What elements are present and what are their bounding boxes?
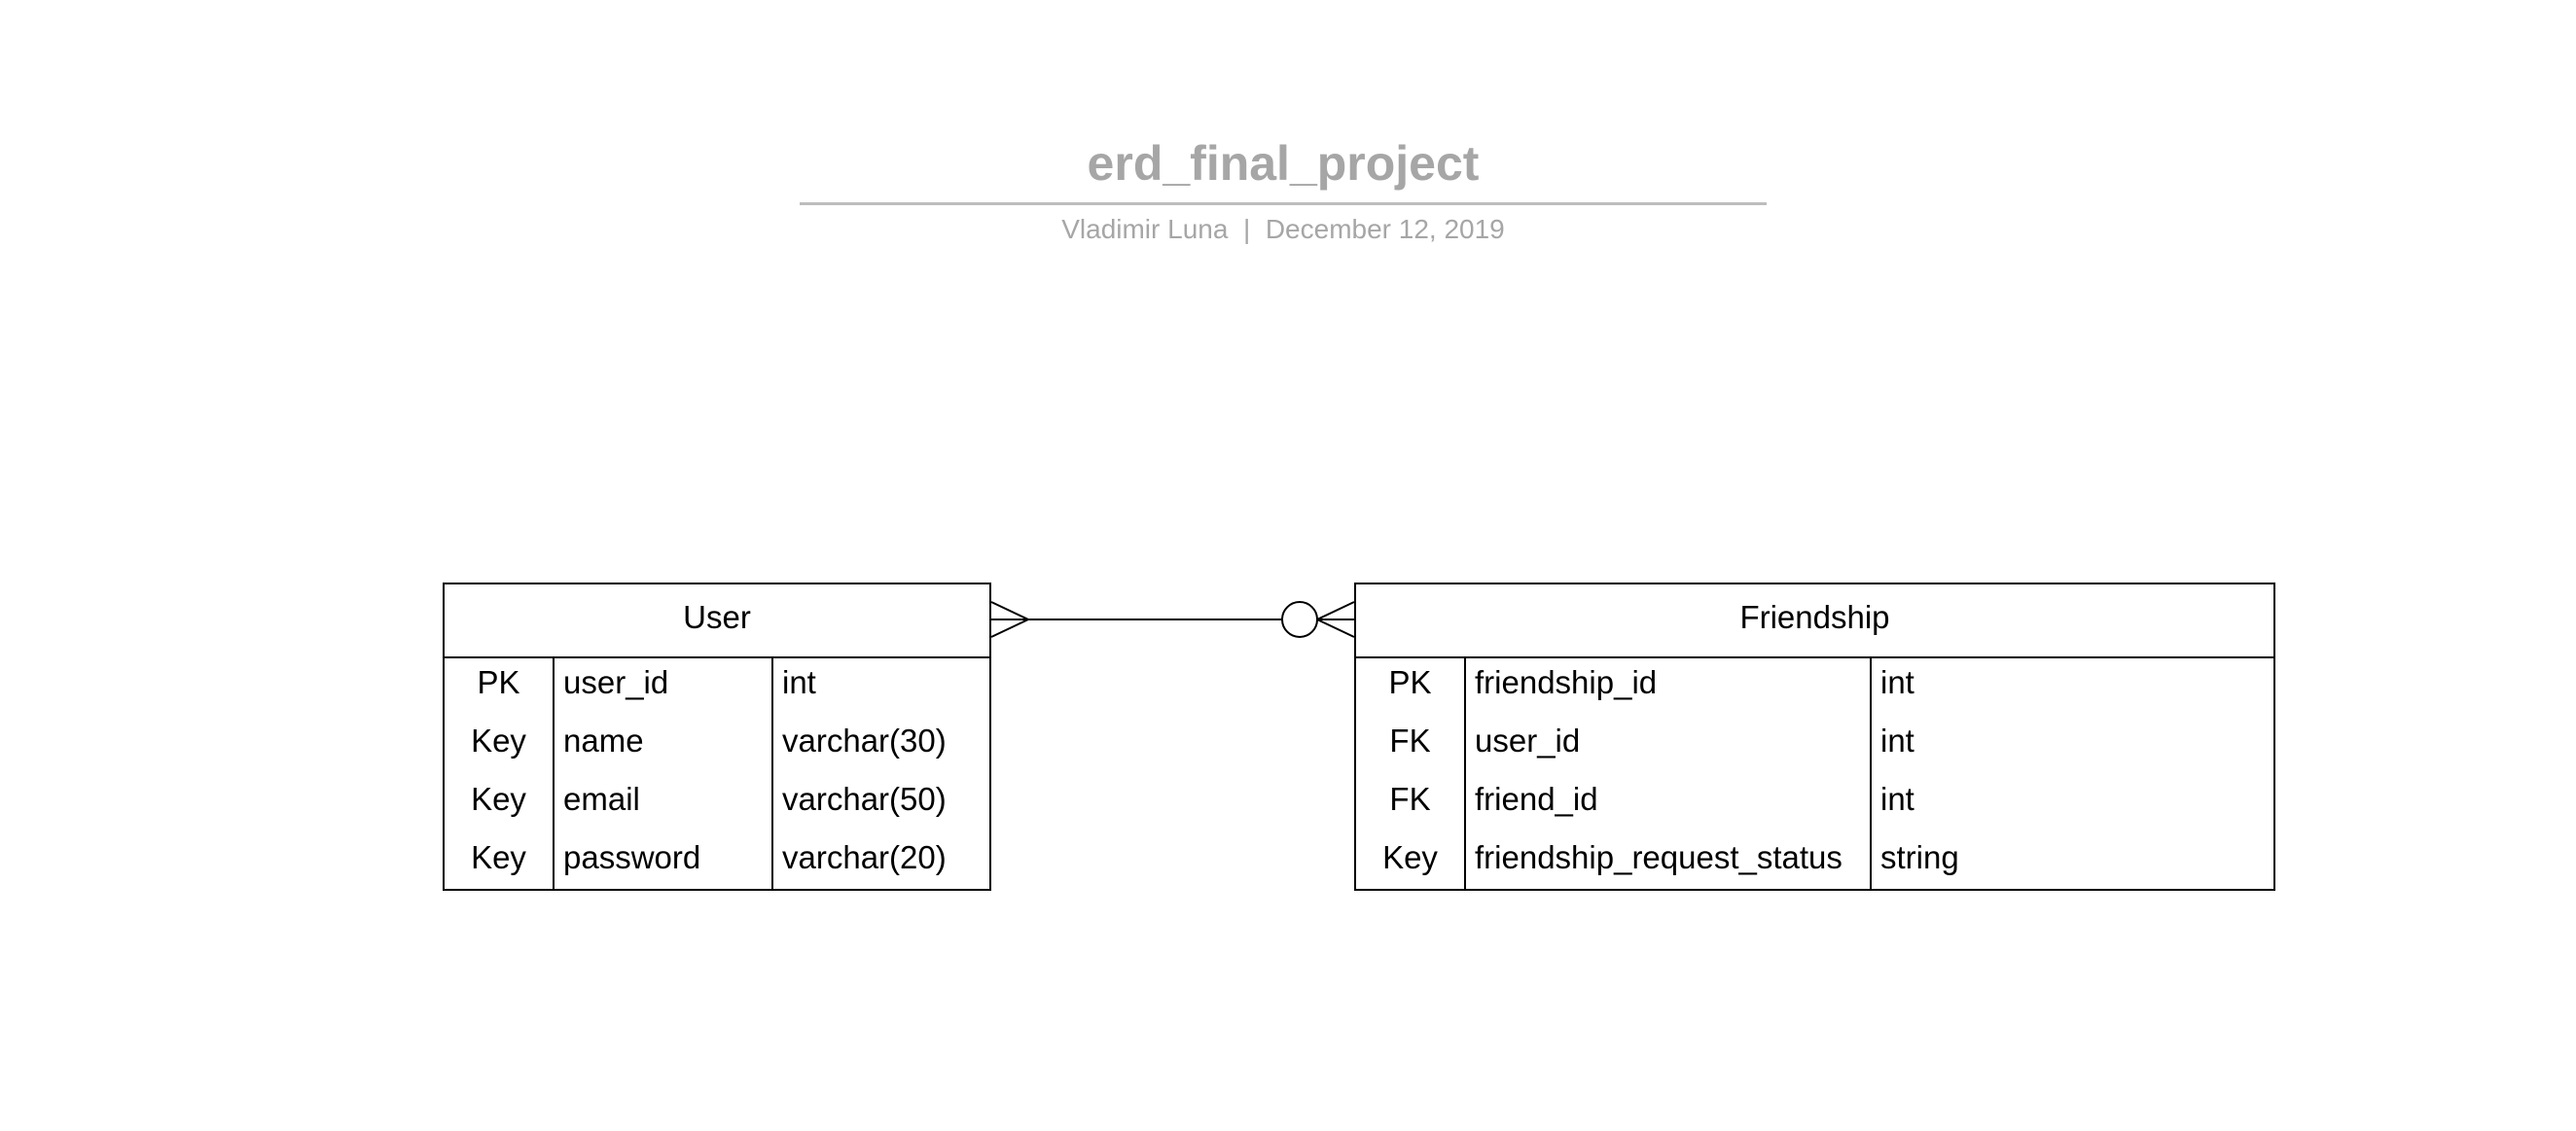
diagram-meta: Vladimir Luna | December 12, 2019 <box>800 212 1767 247</box>
friendship-row-2-field: user_id <box>1475 723 1581 759</box>
friendship-row-3-field: friend_id <box>1475 781 1598 817</box>
friendship-row-1-field: friendship_id <box>1475 664 1658 700</box>
user-row-2-type: varchar(30) <box>782 723 947 759</box>
user-row-3-field: email <box>563 781 640 817</box>
friendship-row-2-type: int <box>1880 723 1914 759</box>
friendship-row-1-type: int <box>1880 664 1914 700</box>
title-divider <box>800 202 1767 205</box>
user-row-4-type: varchar(20) <box>782 839 947 875</box>
user-row-4-field: password <box>563 839 701 875</box>
user-row-3-key: Key <box>471 781 526 817</box>
zero-optionality-circle <box>1281 601 1318 638</box>
friendship-row-3-type: int <box>1880 781 1914 817</box>
column-divider <box>1464 658 1466 889</box>
entity-friendship-name: Friendship <box>1356 584 2273 658</box>
user-row-1-key: PK <box>477 664 520 700</box>
user-row-2-key: Key <box>471 723 526 759</box>
user-row-1-field: user_id <box>563 664 669 700</box>
column-divider <box>771 658 773 889</box>
friendship-row-4-field: friendship_request_status <box>1475 839 1843 875</box>
entity-user-name: User <box>445 584 989 658</box>
user-row-3-type: varchar(50) <box>782 781 947 817</box>
crows-foot-many-user <box>990 601 1029 638</box>
entity-friendship[interactable]: Friendship PK friendship_id int FK user_… <box>1354 583 2275 891</box>
diagram-date: December 12, 2019 <box>1265 214 1505 244</box>
friendship-row-2-key: FK <box>1389 723 1431 759</box>
user-row-2-field: name <box>563 723 644 759</box>
friendship-row-3-key: FK <box>1389 781 1431 817</box>
diagram-title: erd_final_project <box>1087 136 1480 191</box>
column-divider <box>1870 658 1872 889</box>
user-row-4-key: Key <box>471 839 526 875</box>
author-name: Vladimir Luna <box>1061 214 1229 244</box>
user-row-1-type: int <box>782 664 816 700</box>
crows-foot-many-friendship <box>1316 601 1355 638</box>
friendship-row-1-key: PK <box>1388 664 1432 700</box>
friendship-row-4-type: string <box>1880 839 1959 875</box>
entity-user[interactable]: User PK user_id int Key name varchar(30)… <box>443 583 991 891</box>
column-divider <box>553 658 555 889</box>
meta-separator: | <box>1242 214 1251 244</box>
friendship-row-4-key: Key <box>1382 839 1438 875</box>
